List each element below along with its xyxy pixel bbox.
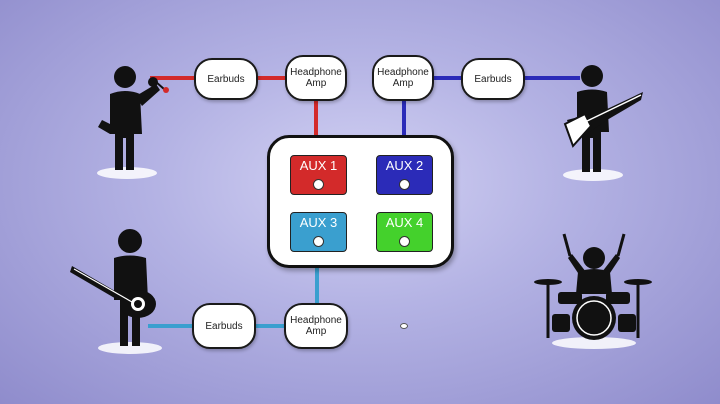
- bassist-icon: [70, 229, 162, 354]
- knob-icon: [398, 236, 410, 247]
- aux-label: AUX 4: [385, 215, 424, 230]
- earbuds-node: Earbuds: [461, 58, 525, 100]
- knob-icon: [312, 236, 324, 247]
- headphone-amp-node: Headphone Amp: [285, 55, 347, 101]
- mixer-console: AUX 1 AUX 2 AUX 3 AUX 4: [267, 135, 454, 268]
- aux-label: AUX 3: [299, 215, 338, 230]
- aux-1-channel[interactable]: AUX 1: [290, 155, 347, 195]
- red-cable: [150, 76, 318, 137]
- knob-icon: [312, 179, 324, 190]
- drummer-icon: [534, 233, 652, 349]
- cursor-dot-icon: [400, 323, 408, 329]
- aux-label: AUX 1: [299, 158, 338, 173]
- aux-2-channel[interactable]: AUX 2: [376, 155, 433, 195]
- singer-icon: [97, 66, 169, 179]
- knob-icon: [398, 179, 410, 190]
- light-blue-cable: [148, 266, 319, 328]
- aux-3-channel[interactable]: AUX 3: [290, 212, 347, 252]
- aux-label: AUX 2: [385, 158, 424, 173]
- blue-cable: [402, 76, 580, 137]
- headphone-amp-node: Headphone Amp: [372, 55, 434, 101]
- earbuds-node: Earbuds: [192, 303, 256, 349]
- earbuds-node: Earbuds: [194, 58, 258, 100]
- headphone-amp-node: Headphone Amp: [284, 303, 348, 349]
- aux-4-channel[interactable]: AUX 4: [376, 212, 433, 252]
- guitarist-icon: [563, 65, 643, 181]
